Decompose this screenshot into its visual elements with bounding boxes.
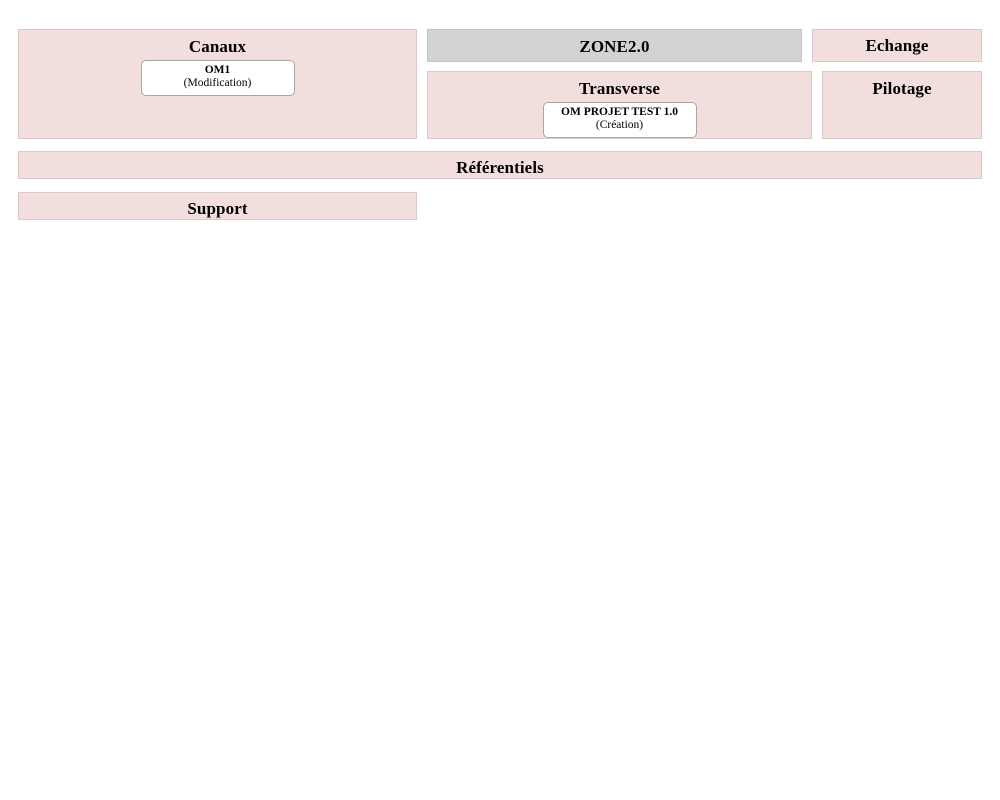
- zone-pilotage[interactable]: Pilotage: [822, 71, 982, 139]
- application-state: (Création): [595, 119, 644, 132]
- application-state: (Modification): [183, 77, 252, 90]
- zone-pilotage-title: Pilotage: [872, 79, 932, 98]
- application-card-om1[interactable]: OM1 (Modification): [140, 59, 295, 96]
- zone-canaux-title: Canaux: [188, 37, 247, 56]
- application-card-om-projet-test[interactable]: OM PROJET TEST 1.0 (Création): [542, 101, 697, 138]
- application-name: OM PROJET TEST 1.0: [561, 105, 678, 118]
- zone-echange[interactable]: Echange: [812, 29, 982, 62]
- zone-zone20-header[interactable]: ZONE2.0: [427, 29, 802, 62]
- zone-support-title: Support: [187, 199, 248, 218]
- zone-transverse[interactable]: Transverse OM PROJET TEST 1.0 (Création): [427, 71, 812, 139]
- zone-support[interactable]: Support: [18, 192, 417, 220]
- zone-transverse-title: Transverse: [579, 79, 660, 98]
- application-name: OM1: [204, 63, 231, 76]
- zone-echange-title: Echange: [865, 36, 929, 55]
- zone-referentiels-title: Référentiels: [456, 158, 544, 177]
- zone-canaux[interactable]: Canaux OM1 (Modification): [18, 29, 417, 139]
- zone-referentiels[interactable]: Référentiels: [18, 151, 982, 179]
- zone-zone20-title: ZONE2.0: [579, 37, 650, 56]
